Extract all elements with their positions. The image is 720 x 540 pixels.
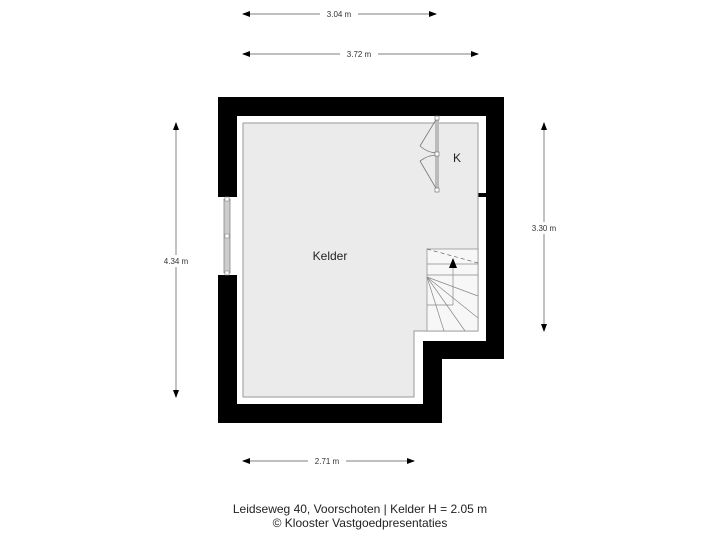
dimension-top-inner: 3.04 m [327,10,352,19]
dimension-bottom-width: 2.71 m [315,457,340,466]
dimension-lines [173,11,547,464]
room-label-closet: K [453,151,461,165]
staircase [426,248,479,332]
dimension-right-height: 3.30 m [532,224,557,233]
caption-address: Leidseweg 40, Voorschoten | Kelder H = 2… [232,502,488,516]
caption-copyright: © Klooster Vastgoedpresentaties [272,516,448,530]
dimension-left-height: 4.34 m [164,257,189,266]
room-label-kelder: Kelder [313,249,348,263]
dimension-top-outer: 3.72 m [347,50,372,59]
closet-doors [419,115,440,193]
floor-kelder [242,122,479,398]
window-left [218,196,237,276]
